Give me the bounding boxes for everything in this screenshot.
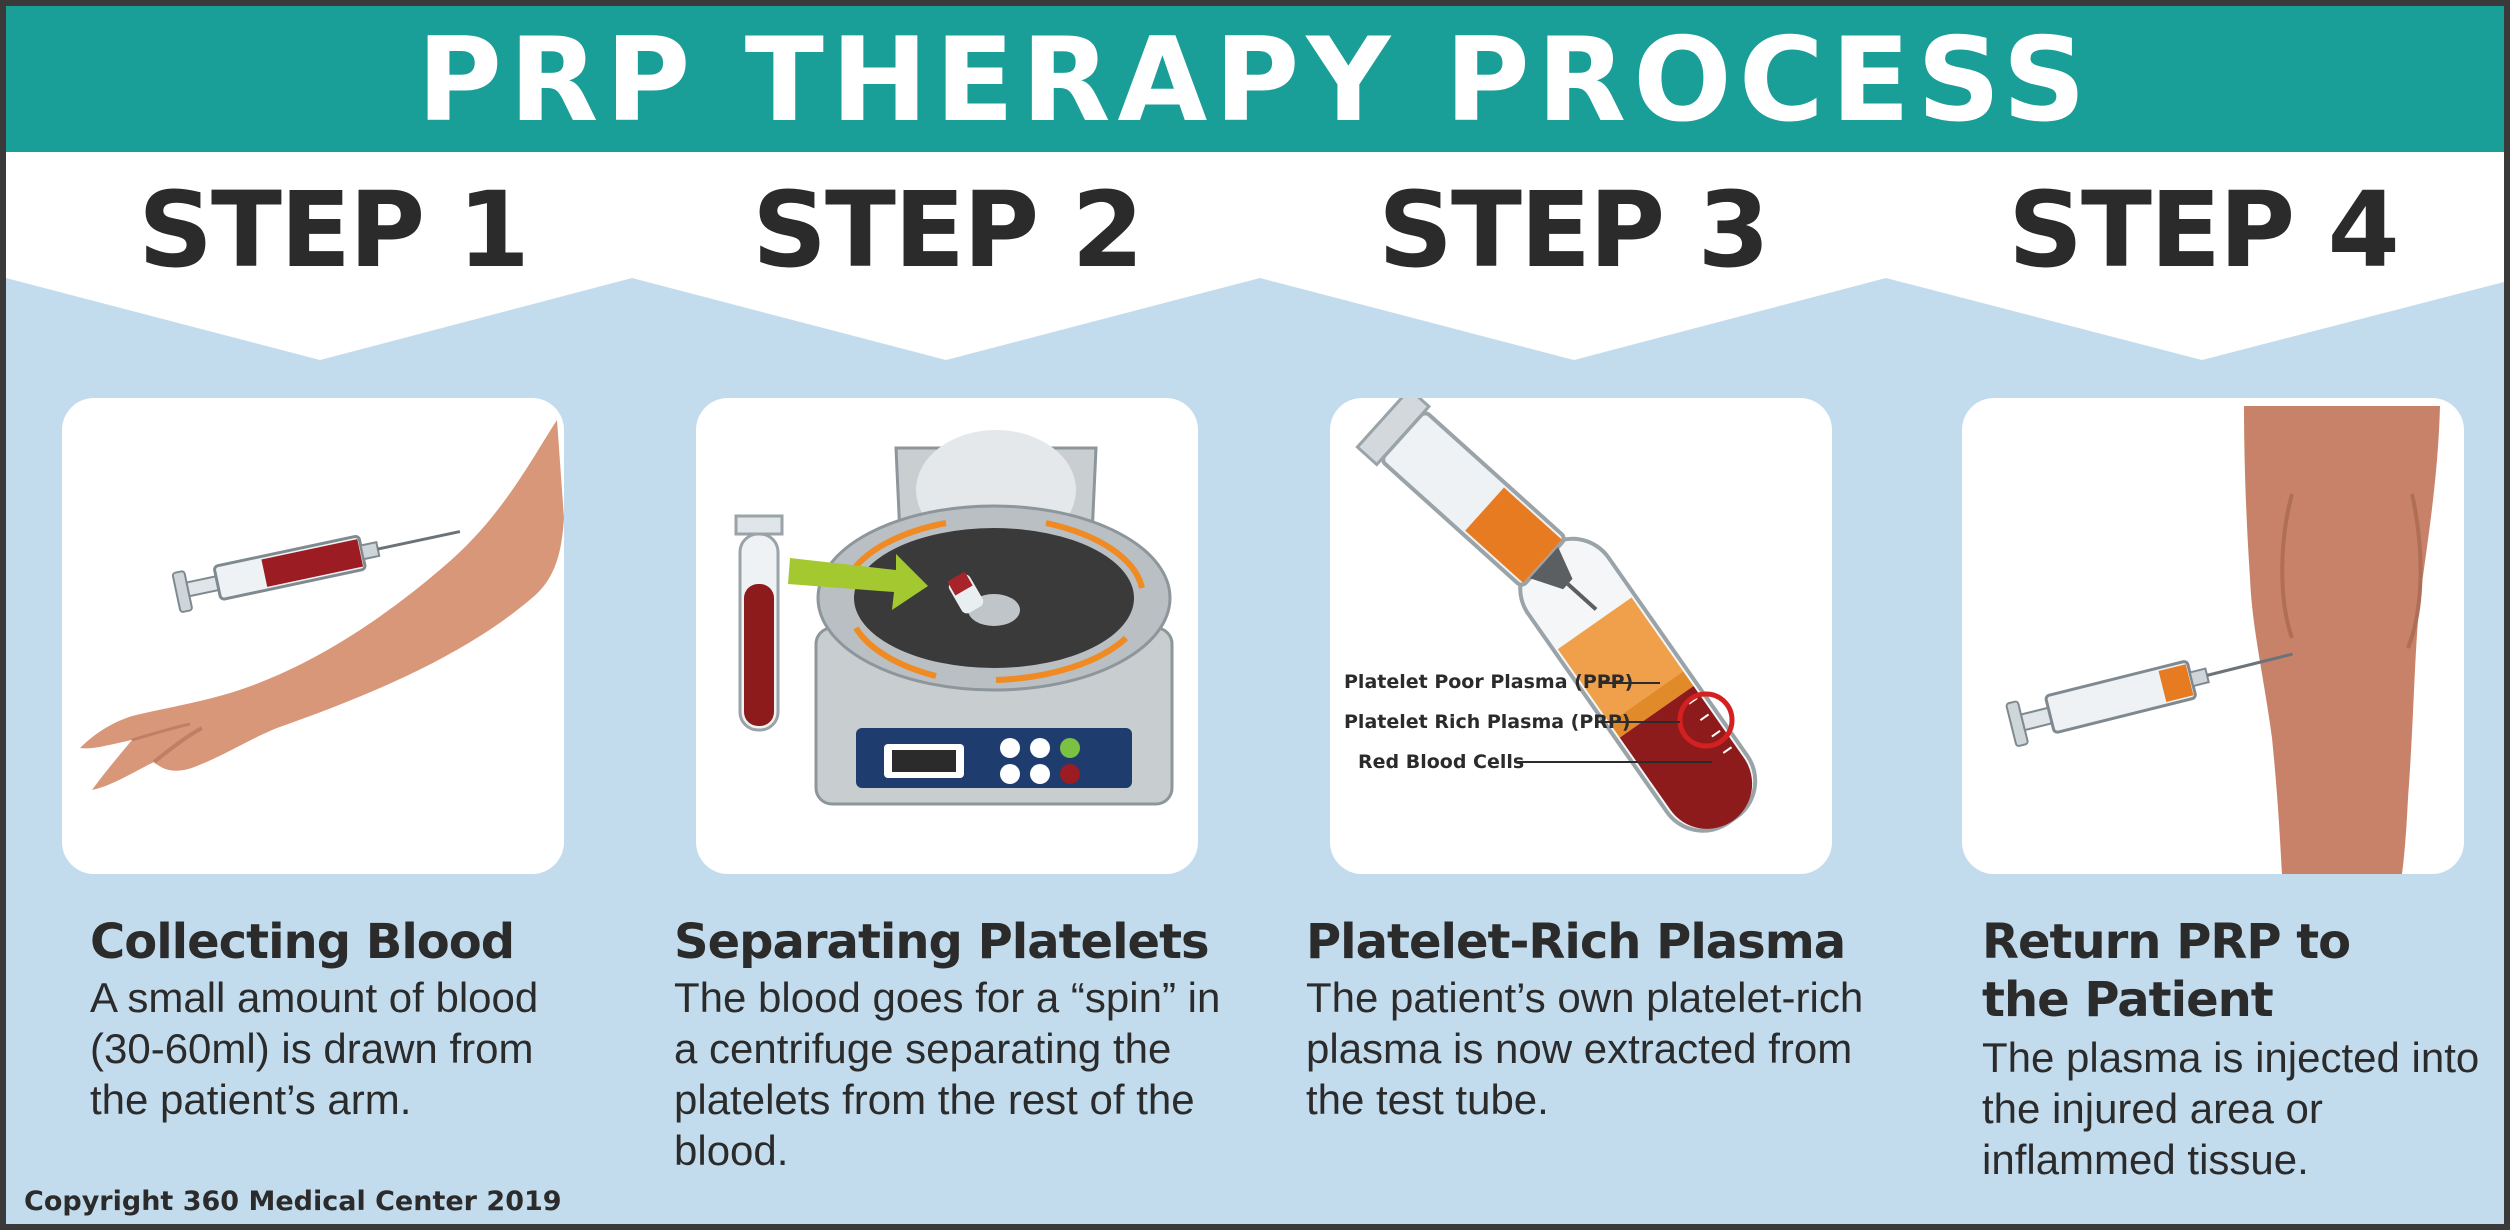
syringe-icon bbox=[171, 530, 461, 613]
ppp-label: Platelet Poor Plasma (PPP) bbox=[1344, 671, 1633, 693]
leg-shape bbox=[2244, 406, 2440, 874]
step-3-caption-body: The patient’s own platelet-rich plasma i… bbox=[1306, 974, 1864, 1123]
tilted-test-tube-icon bbox=[1518, 536, 1758, 833]
title-banner: PRP THERAPY PROCESS bbox=[6, 6, 2504, 152]
plasma-extraction-illustration: Platelet Poor Plasma (PPP) Platelet Rich… bbox=[1344, 398, 1758, 833]
centrifuge-illustration bbox=[734, 430, 1174, 806]
test-tube-icon bbox=[734, 514, 784, 732]
step-3-illustration-card: Platelet Poor Plasma (PPP) Platelet Rich… bbox=[1330, 398, 1832, 874]
step-2-heading: STEP 2 bbox=[752, 169, 1144, 291]
step-1-heading: STEP 1 bbox=[138, 169, 530, 291]
prp-label: Platelet Rich Plasma (PRP) bbox=[1344, 711, 1631, 733]
chevron-header-band bbox=[6, 152, 2504, 360]
step-4-illustration-card bbox=[1962, 398, 2464, 874]
step-3-caption-title: Platelet-Rich Plasma bbox=[1306, 914, 1846, 970]
prp-highlight-circle bbox=[1677, 691, 1735, 749]
step-4-caption-body: The plasma is injected into the injured … bbox=[1982, 1034, 2480, 1183]
step-2-caption-body: The blood goes for a “spin” in a centrif… bbox=[674, 974, 1221, 1174]
step-3-heading: STEP 3 bbox=[1378, 169, 1770, 291]
arm-shape bbox=[80, 420, 564, 790]
step-2-illustration-card bbox=[696, 398, 1198, 874]
arm-syringe-illustration bbox=[80, 420, 564, 790]
step-4-caption-title: Return PRP to the Patient bbox=[1982, 914, 2351, 1028]
page-title: PRP THERAPY PROCESS bbox=[417, 13, 2093, 148]
step-4-heading: STEP 4 bbox=[2008, 169, 2400, 291]
extraction-syringe-icon bbox=[1355, 398, 1598, 611]
step-1-caption-body: A small amount of blood (30-60ml) is dra… bbox=[90, 974, 539, 1123]
knee-injection-illustration bbox=[2005, 406, 2440, 874]
step-1-illustration-card bbox=[62, 398, 564, 874]
copyright-notice: Copyright 360 Medical Center 2019 bbox=[24, 1186, 562, 1217]
arrow-icon bbox=[788, 554, 928, 610]
step-2-caption-title: Separating Platelets bbox=[674, 914, 1210, 970]
rbc-label: Red Blood Cells bbox=[1358, 751, 1524, 773]
centrifuge-icon bbox=[814, 430, 1174, 806]
injection-syringe-icon bbox=[2005, 652, 2293, 747]
step-1-caption-title: Collecting Blood bbox=[90, 914, 515, 970]
